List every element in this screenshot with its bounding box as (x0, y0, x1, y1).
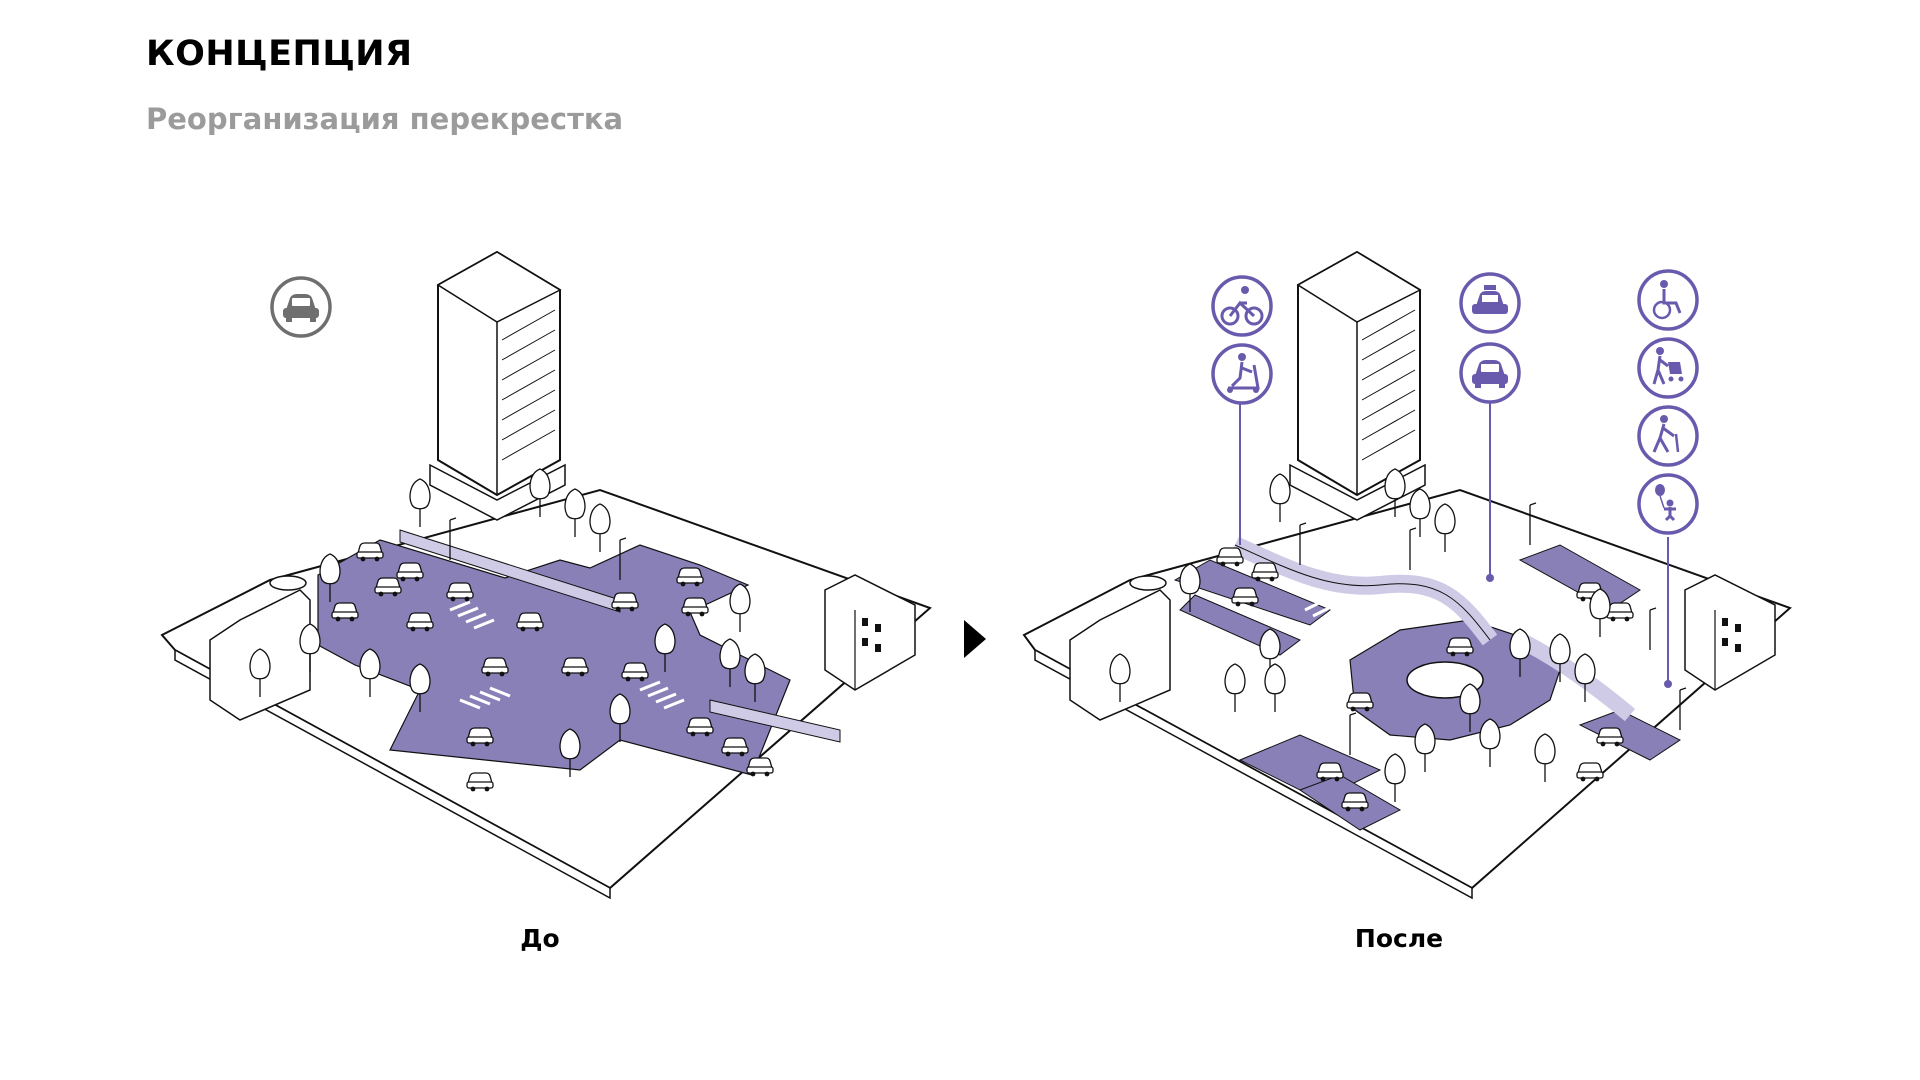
transition-arrow (964, 620, 986, 658)
after-diagram (1022, 250, 1792, 900)
before-diagram (160, 250, 932, 900)
after-right-building (1684, 574, 1776, 691)
after-tower (1289, 250, 1426, 521)
caption-before: До (520, 924, 560, 953)
page-subtitle: Реорганизация перекрестка (146, 102, 624, 136)
scooter-icon (1211, 343, 1273, 405)
child-with-balloon-icon (1637, 473, 1699, 535)
car-icon (1459, 342, 1521, 404)
bicycle-icon (1211, 275, 1273, 337)
before-right-building (824, 574, 916, 691)
elderly-person-icon (1637, 405, 1699, 467)
before-tower (429, 250, 566, 521)
leader-lines (1239, 402, 1669, 684)
car-icon (270, 276, 332, 338)
caption-after: После (1354, 924, 1444, 953)
stroller-icon (1637, 337, 1699, 399)
wheelchair-icon (1637, 269, 1699, 331)
taxi-icon (1459, 272, 1521, 334)
page-title: КОНЦЕПЦИЯ (146, 34, 413, 74)
